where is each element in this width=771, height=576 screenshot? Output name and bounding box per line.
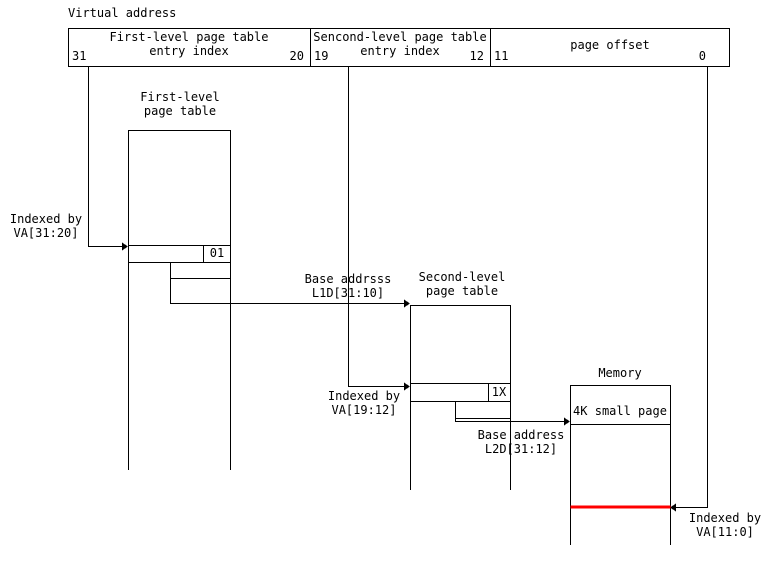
virtual-address-title: Virtual address: [68, 6, 177, 20]
va-field-l1-index-label: First-level page table entry index: [109, 30, 269, 58]
annotation-l2-indexed: Indexed by VA[19:12]: [327, 389, 401, 417]
connector-l2-memory: [455, 401, 564, 422]
arrow-into-l2-icon: [404, 382, 410, 391]
arrow-into-memory-icon: [670, 503, 676, 512]
bit-31: 31: [72, 49, 87, 63]
annotation-l2-base: Base address L2D[31:12]: [477, 428, 565, 456]
l1-entry-value: 01: [209, 246, 225, 260]
connector-va-l1: [88, 66, 122, 247]
bit-11: 11: [494, 49, 509, 63]
l2-table-outline: [410, 305, 511, 490]
bit-20: 20: [289, 49, 304, 63]
bit-19: 19: [314, 49, 329, 63]
l2-entry-value: 1X: [491, 385, 507, 399]
memory-page-label: 4K small page: [573, 404, 667, 418]
va-box: [68, 28, 730, 67]
va-field-l2-index-label: Sencond-level page table entry index: [313, 30, 487, 58]
annotation-l1-base: Base addrsss L1D[31:10]: [304, 272, 392, 300]
memory-outline: [570, 385, 671, 545]
va-field-page-offset-label: page offset: [570, 38, 650, 52]
bit-0: 0: [698, 49, 706, 63]
bit-12: 12: [469, 49, 484, 63]
arrow-l1-base-icon: [404, 299, 410, 308]
arrow-l2-base-icon: [564, 417, 570, 426]
l1-table-outline: [128, 130, 231, 470]
l1-table-title: First-level page table: [140, 90, 220, 118]
memory-title: Memory: [598, 366, 642, 380]
connector-va-l2: [348, 66, 404, 387]
connector-l1-l2: [170, 262, 404, 304]
annotation-l1-indexed: Indexed by VA[31:20]: [9, 212, 83, 240]
l2-table-title: Second-level page table: [418, 270, 506, 298]
arrow-into-l1-icon: [122, 242, 128, 251]
annotation-offset-indexed: Indexed by VA[11:0]: [688, 511, 762, 539]
connector-va-offset: [676, 66, 708, 508]
